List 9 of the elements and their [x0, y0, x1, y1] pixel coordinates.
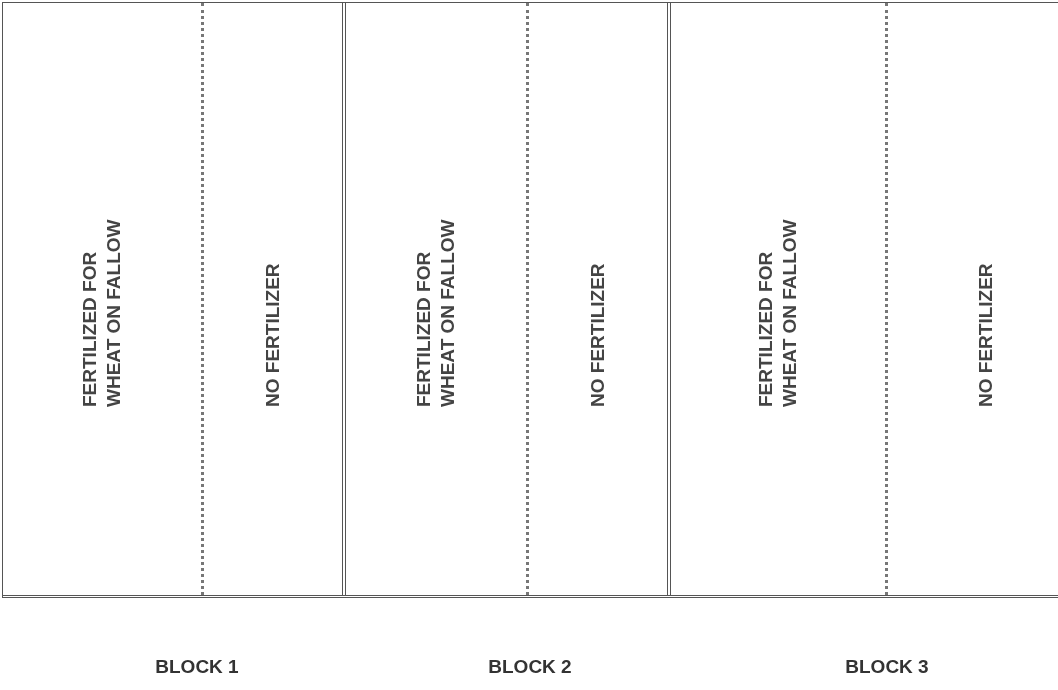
plot-label: FERTILIZED FOR WHEAT ON FALLOW	[754, 218, 801, 407]
plot-label: FERTILIZED FOR WHEAT ON FALLOW	[412, 218, 459, 407]
block-label: BLOCK 3	[845, 656, 929, 678]
block-label: BLOCK 2	[488, 656, 572, 678]
plot-label: NO FERTILIZER	[586, 261, 609, 407]
plot-label: FERTILIZED FOR WHEAT ON FALLOW	[78, 218, 125, 407]
plot-label: NO FERTILIZER	[973, 261, 997, 407]
plot-label: NO FERTILIZER	[261, 261, 284, 407]
block-label: BLOCK 1	[155, 656, 239, 678]
